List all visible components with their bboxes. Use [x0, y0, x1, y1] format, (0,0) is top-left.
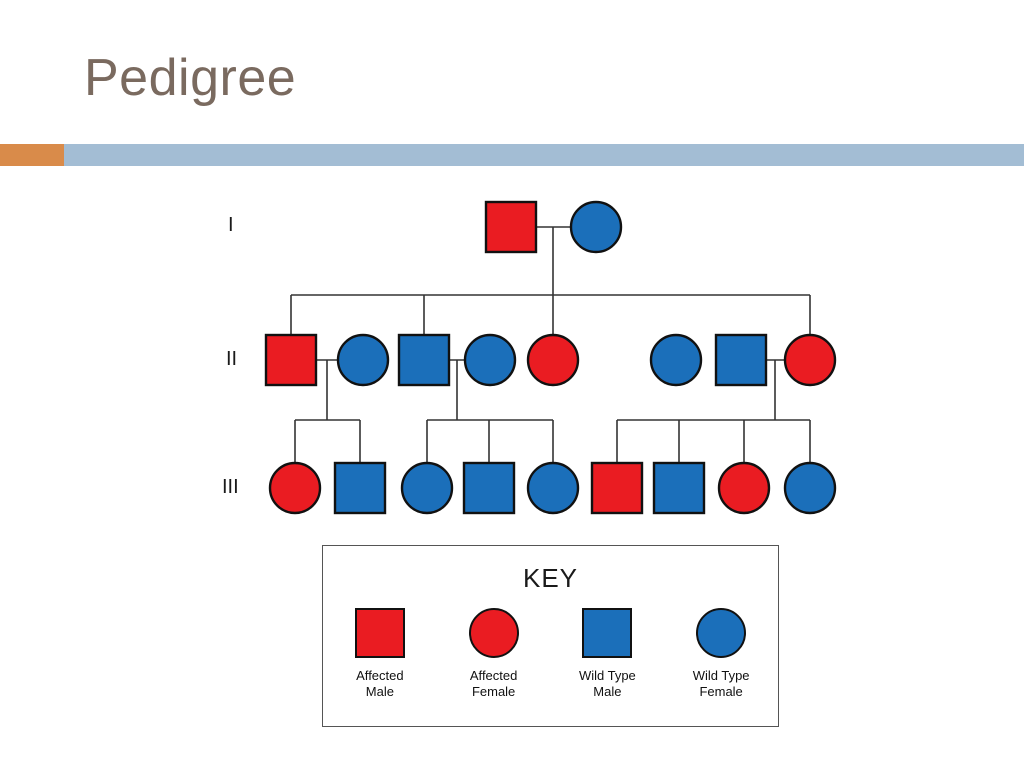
affected-male-icon — [354, 608, 405, 658]
individual-II-7[interactable] — [714, 333, 768, 387]
individual-II-6[interactable] — [649, 333, 703, 387]
divider-accent-orange — [0, 144, 64, 166]
individual-II-4[interactable] — [463, 333, 517, 387]
title-divider — [0, 144, 1024, 166]
key-label-line1: Affected — [469, 668, 518, 683]
individual-III-9[interactable] — [783, 461, 837, 515]
affected-female-icon — [468, 608, 519, 658]
key-label-wild-type-female: Wild Type Female — [693, 668, 750, 701]
individual-III-6[interactable] — [590, 461, 644, 515]
individual-III-7[interactable] — [652, 461, 706, 515]
individual-I-2[interactable] — [569, 200, 623, 254]
divider-accent-blue — [64, 144, 1024, 166]
individual-II-1[interactable] — [264, 333, 318, 387]
generation-label-I: I — [228, 214, 234, 236]
key-label-line2: Male — [365, 684, 394, 700]
pedigree-lines — [290, 226, 811, 463]
individual-III-3[interactable] — [400, 461, 454, 515]
wild-type-male-icon — [582, 608, 633, 658]
individual-III-1[interactable] — [268, 461, 322, 515]
individual-I-1[interactable] — [484, 200, 538, 254]
pedigree-individuals — [264, 200, 837, 515]
key-item-wild-type-female: Wild Type Female — [671, 608, 771, 701]
individual-II-8[interactable] — [783, 333, 837, 387]
generation-label-II: II — [226, 348, 238, 370]
key-label-line1: Wild Type — [692, 668, 750, 683]
key-item-wild-type-male: Wild Type Male — [557, 608, 657, 701]
key-title: KEY — [522, 563, 579, 593]
key-item-affected-female: Affected Female — [444, 608, 544, 701]
individual-III-5[interactable] — [526, 461, 580, 515]
generation-label-III: III — [222, 476, 239, 498]
key-item-affected-male: Affected Male — [330, 608, 430, 701]
individual-II-5[interactable] — [526, 333, 580, 387]
page-title: Pedigree — [84, 49, 297, 107]
key-legend: KEY Affected Male Affected Female W — [322, 545, 779, 727]
individual-II-3[interactable] — [397, 333, 451, 387]
individual-III-8[interactable] — [717, 461, 771, 515]
key-label-affected-female: Affected Female — [470, 668, 517, 701]
key-label-line1: Wild Type — [578, 668, 636, 683]
key-label-line2: Male — [593, 684, 622, 700]
key-items: Affected Male Affected Female Wild Type … — [323, 608, 778, 701]
key-label-line1: Affected — [356, 668, 404, 683]
individual-III-2[interactable] — [333, 461, 387, 515]
pedigree-diagram: I II III — [0, 170, 1024, 768]
key-label-affected-male: Affected Male — [356, 668, 403, 701]
key-label-line2: Female — [699, 684, 743, 700]
wild-type-female-icon — [696, 608, 747, 658]
individual-II-2[interactable] — [336, 333, 390, 387]
key-label-wild-type-male: Wild Type Male — [579, 668, 636, 701]
key-label-line2: Female — [471, 684, 516, 700]
individual-III-4[interactable] — [462, 461, 516, 515]
pedigree-graph — [264, 200, 837, 515]
